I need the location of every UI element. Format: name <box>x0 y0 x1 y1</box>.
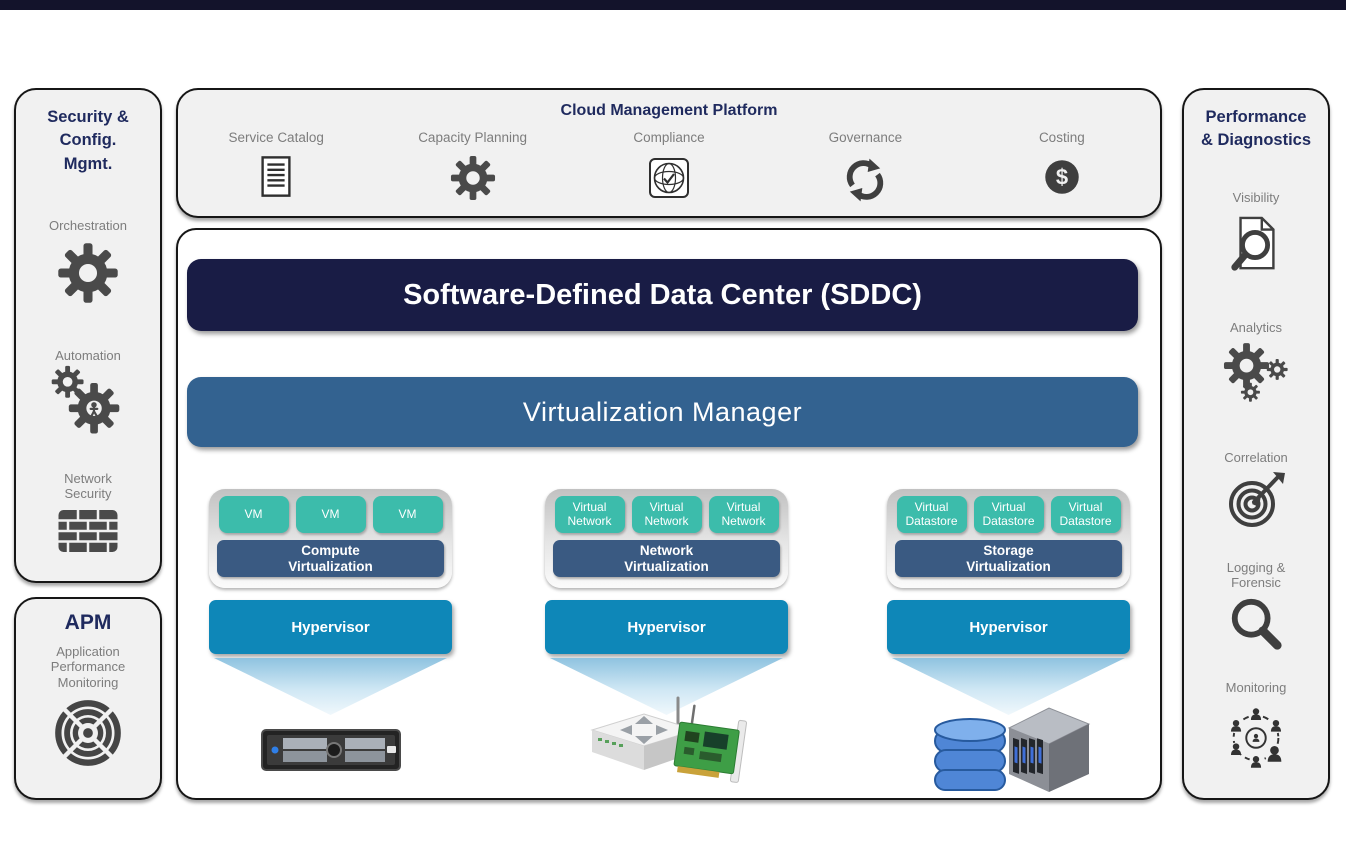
performance-diagnostics-panel: Performance & Diagnostics Visibility Ana… <box>1182 88 1330 800</box>
target-dart-icon <box>1225 470 1287 530</box>
virtual-network-box: Virtual Network <box>554 496 625 533</box>
virtual-network-row: Virtual Network Virtual Network Virtual … <box>554 496 779 533</box>
performance-panel-title: Performance & Diagnostics <box>1200 108 1312 150</box>
service-catalog-item: Service Catalog <box>178 130 374 205</box>
vm-box: VM <box>372 496 443 533</box>
governance-item: Governance <box>767 130 963 205</box>
bullseye-icon <box>52 697 124 769</box>
virtual-datastore-row: Virtual Datastore Virtual Datastore Virt… <box>896 496 1121 533</box>
vm-row: VM VM VM <box>218 496 443 533</box>
monitoring-label: Monitoring <box>1225 680 1287 696</box>
router-nic-image <box>582 690 752 802</box>
storage-virtualization-group: Virtual Datastore Virtual Datastore Virt… <box>887 230 1130 802</box>
document-lines-icon <box>255 155 297 199</box>
apm-title: APM <box>64 611 112 634</box>
svg-text:$: $ <box>1056 165 1068 190</box>
virtual-datastore-box: Virtual Datastore <box>896 496 967 533</box>
dollar-circle-icon: $ <box>1040 155 1084 199</box>
apm-subtitle: Application Performance Monitoring <box>50 644 126 690</box>
security-panel-title: Security & Config. Mgmt. <box>47 108 129 173</box>
circular-arrows-icon <box>840 155 890 205</box>
compliance-item: Compliance <box>571 130 767 205</box>
funnel-arrow <box>214 658 447 715</box>
capacity-planning-item: Capacity Planning <box>374 130 570 205</box>
gear-icon <box>450 155 496 201</box>
hypervisor-bar: Hypervisor <box>887 600 1130 654</box>
compute-virtualization-bar: Compute Virtualization <box>217 540 444 577</box>
network-container: Virtual Network Virtual Network Virtual … <box>545 489 788 588</box>
network-virtualization-group: Virtual Network Virtual Network Virtual … <box>545 230 788 802</box>
cloud-platform-items: Service Catalog Capacity Planning <box>178 130 1160 205</box>
compute-container: VM VM VM Compute Virtualization <box>209 489 452 588</box>
rack-server-image <box>260 724 401 776</box>
sddc-banner: Software-Defined Data Center (SDDC) <box>187 259 1138 331</box>
correlation-label: Correlation <box>1224 449 1288 465</box>
compliance-label: Compliance <box>633 130 705 145</box>
governance-label: Governance <box>828 130 903 145</box>
virtual-network-box: Virtual Network <box>631 496 702 533</box>
service-catalog-label: Service Catalog <box>228 130 324 145</box>
network-virtualization-bar: Network Virtualization <box>553 540 780 577</box>
automation-label: Automation <box>55 347 121 363</box>
hypervisor-bar: Hypervisor <box>545 600 788 654</box>
storage-container: Virtual Datastore Virtual Datastore Virt… <box>887 489 1130 588</box>
vm-box: VM <box>295 496 366 533</box>
compute-virtualization-group: VM VM VM Compute Virtualization Hypervis… <box>209 230 452 802</box>
analytics-label: Analytics <box>1229 320 1283 336</box>
vm-box: VM <box>218 496 289 533</box>
virtual-datastore-box: Virtual Datastore <box>1050 496 1121 533</box>
costing-label: Costing <box>1038 130 1085 145</box>
security-config-panel: Security & Config. Mgmt. Orchestration A… <box>14 88 162 583</box>
database-storage-array-image <box>925 698 1093 794</box>
cloud-platform-title: Cloud Management Platform <box>560 102 778 119</box>
people-network-icon <box>1219 701 1293 775</box>
apm-panel: APM Application Performance Monitoring <box>14 597 162 800</box>
hypervisor-bar: Hypervisor <box>209 600 452 654</box>
capacity-planning-label: Capacity Planning <box>418 130 528 145</box>
orchestration-label: Orchestration <box>48 218 128 234</box>
gear-icon <box>57 242 119 304</box>
virtual-network-box: Virtual Network <box>708 496 779 533</box>
storage-virtualization-bar: Storage Virtualization <box>895 540 1122 577</box>
logging-forensic-label: Logging & Forensic <box>1226 559 1286 591</box>
network-security-label: Network Security <box>64 470 112 502</box>
globe-check-icon <box>646 155 692 201</box>
gears-person-icon <box>51 365 125 437</box>
top-accent-bar <box>0 0 1346 10</box>
magnifier-icon <box>1227 596 1285 654</box>
virtualization-manager-banner: Virtualization Manager <box>187 377 1138 447</box>
sddc-main-box: Software-Defined Data Center (SDDC) Virt… <box>176 228 1162 800</box>
costing-item: Costing $ <box>964 130 1160 205</box>
cloud-management-platform-box: Cloud Management Platform Service Catalo… <box>176 88 1162 218</box>
virtual-datastore-box: Virtual Datastore <box>973 496 1044 533</box>
gears-icon <box>1223 341 1289 403</box>
document-magnifier-icon <box>1227 214 1285 276</box>
firewall-icon <box>57 506 119 556</box>
visibility-label: Visibility <box>1232 189 1280 205</box>
